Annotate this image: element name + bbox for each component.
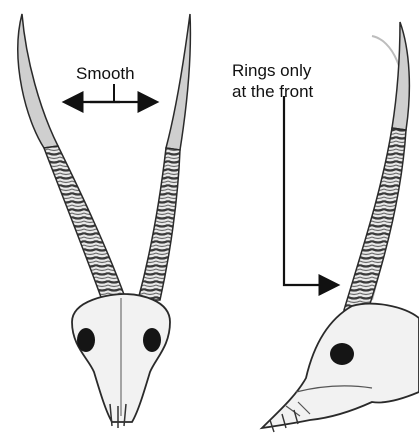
right-eye-socket bbox=[143, 328, 161, 352]
rings-label: Rings only at the front bbox=[232, 60, 313, 102]
side-horn-smooth-tip bbox=[392, 22, 409, 130]
left-horn-ringed-section bbox=[44, 146, 126, 300]
side-horn-ringed-section bbox=[344, 128, 406, 316]
smooth-label: Smooth bbox=[76, 63, 135, 84]
right-horn-ringed-section bbox=[138, 148, 180, 300]
right-horn-smooth-tip bbox=[166, 14, 190, 150]
rings-arrow bbox=[284, 96, 336, 285]
smooth-annotation bbox=[66, 84, 155, 102]
rings-label-line-1: Rings only bbox=[232, 60, 313, 81]
rings-label-line-2: at the front bbox=[232, 81, 313, 102]
side-eye-socket bbox=[330, 343, 354, 365]
left-eye-socket bbox=[77, 328, 95, 352]
side-skull bbox=[262, 304, 419, 428]
left-horn-smooth-tip bbox=[18, 14, 58, 148]
rings-annotation bbox=[284, 96, 336, 285]
